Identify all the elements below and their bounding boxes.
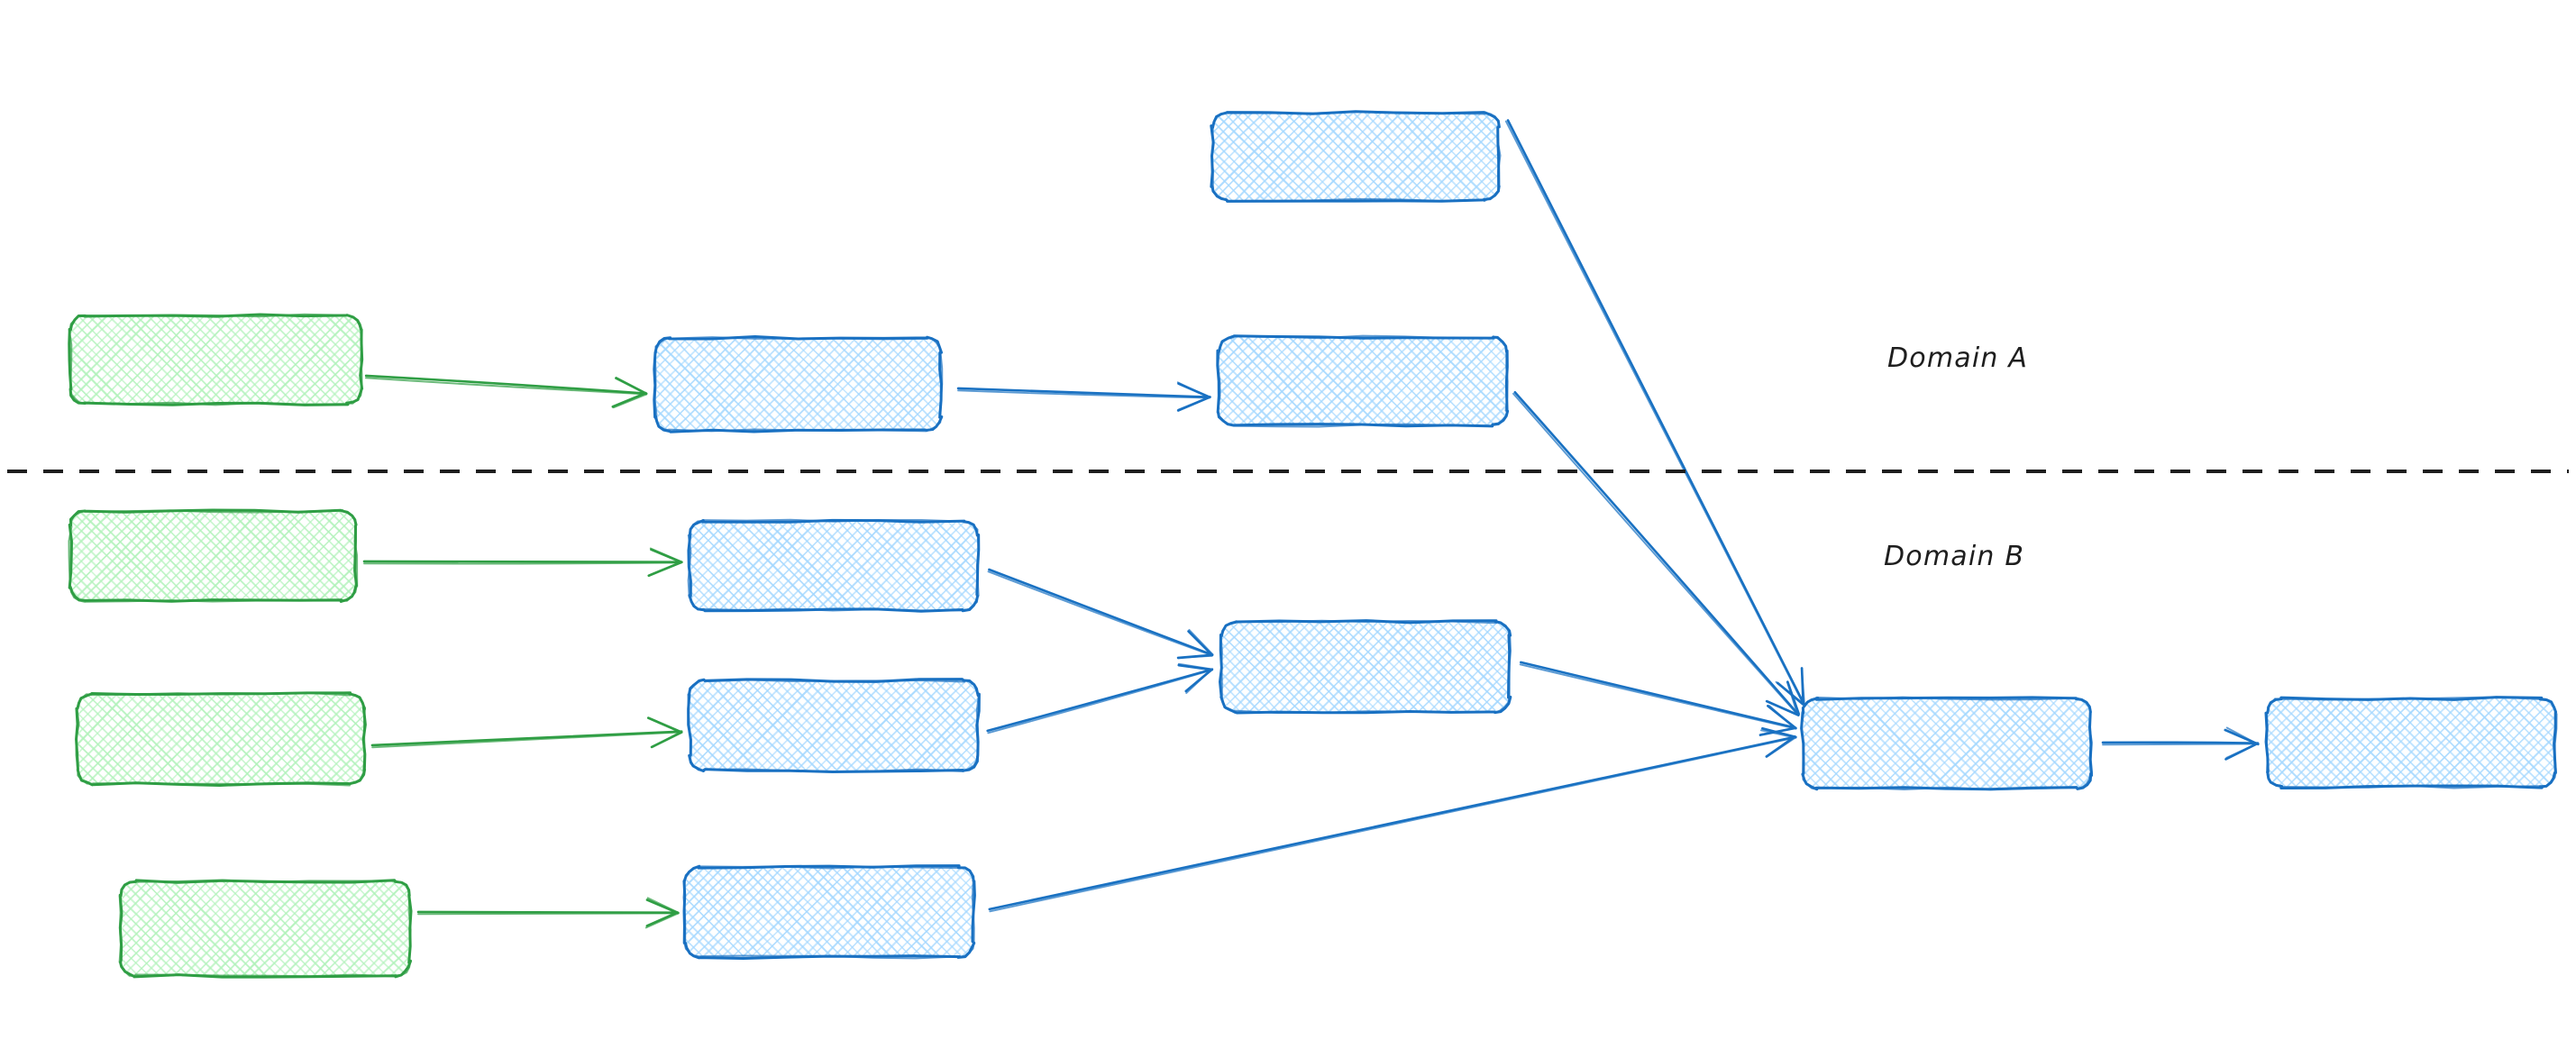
node-a-process-3[interactable]	[838, 110, 1670, 203]
node-hit-a-process-3[interactable]	[1212, 113, 1499, 200]
node-hit-a-process-2[interactable]	[1219, 337, 1507, 425]
node-b-source-2[interactable]	[0, 691, 534, 787]
edge-e9[interactable]	[986, 662, 1214, 734]
node-hit-a-source-1[interactable]	[70, 315, 361, 404]
node-hit-b-source-2[interactable]	[78, 694, 364, 784]
node-b-aggregate[interactable]	[842, 619, 1686, 715]
node-hit-b-source-3[interactable]	[121, 881, 410, 976]
edge-e12[interactable]	[2101, 726, 2260, 761]
node-hit-b-merge[interactable]	[1803, 698, 2091, 789]
edge-e1[interactable]	[364, 374, 648, 409]
node-b-output[interactable]	[1890, 696, 2576, 789]
edge-e7[interactable]	[416, 897, 680, 929]
edge-e2[interactable]	[956, 381, 1211, 412]
node-hit-a-process-1[interactable]	[655, 338, 941, 431]
node-a-source-1[interactable]	[0, 313, 533, 406]
edge-e6[interactable]	[370, 716, 683, 749]
node-a-process-1[interactable]	[276, 335, 1122, 433]
node-b-process-1[interactable]	[311, 518, 1156, 613]
node-b-source-1[interactable]	[0, 508, 529, 603]
edge-e11[interactable]	[988, 726, 1797, 913]
edge-e4[interactable]	[1512, 391, 1801, 716]
node-hit-b-process-2[interactable]	[690, 680, 978, 771]
edge-e3[interactable]	[1504, 119, 1805, 706]
node-hit-b-output[interactable]	[2267, 698, 2555, 787]
node-hit-b-source-1[interactable]	[70, 511, 356, 601]
node-hit-b-aggregate[interactable]	[1221, 622, 1510, 712]
node-b-source-3[interactable]	[0, 879, 595, 979]
node-b-process-3[interactable]	[306, 864, 1150, 960]
edge-e8[interactable]	[987, 568, 1214, 660]
node-b-merge[interactable]	[1424, 696, 2268, 791]
edge-e5[interactable]	[362, 547, 683, 578]
node-hit-b-process-1[interactable]	[690, 521, 978, 610]
node-a-process-2[interactable]	[842, 334, 1675, 428]
domain-label-domain-b: Domain B	[1884, 541, 2025, 572]
domain-label-domain-a: Domain A	[1887, 342, 2029, 374]
node-hit-b-process-3[interactable]	[685, 867, 973, 957]
node-b-process-2[interactable]	[311, 678, 1155, 773]
edge-e10[interactable]	[1519, 661, 1797, 736]
